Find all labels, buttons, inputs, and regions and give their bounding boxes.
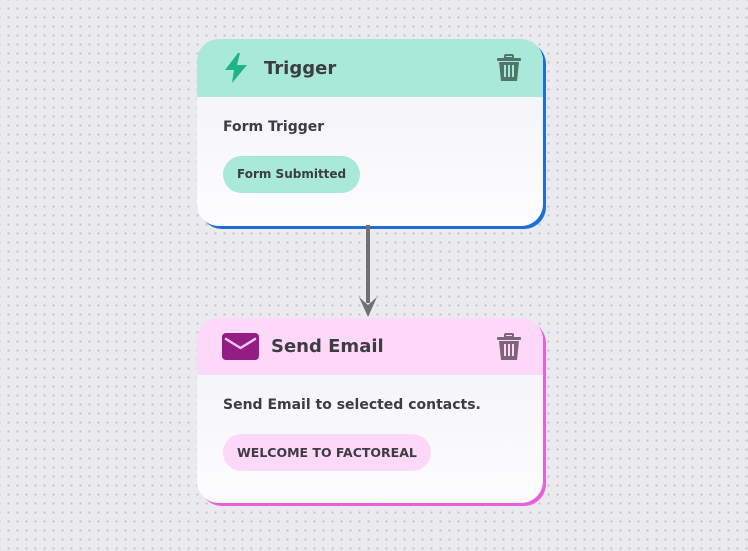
send-email-node[interactable]: Send Email Send Email to selected contac… [197, 318, 543, 503]
send-email-node-header: Send Email [197, 318, 543, 375]
trigger-event-pill[interactable]: Form Submitted [223, 156, 361, 193]
lightning-bolt-icon [222, 52, 250, 84]
trigger-node-header: Trigger [197, 39, 543, 97]
trigger-node-title: Trigger [264, 57, 337, 79]
trigger-node[interactable]: Trigger Form Trigger Form Submitted [197, 39, 543, 226]
delete-trigger-button[interactable] [495, 53, 523, 83]
envelope-icon [222, 333, 259, 360]
trigger-node-description: Form Trigger [223, 119, 325, 135]
trash-icon [497, 54, 521, 81]
connector-arrow [359, 225, 377, 317]
email-template-pill[interactable]: WELCOME TO FACTOREAL [223, 434, 431, 471]
send-email-node-description: Send Email to selected contacts. [223, 397, 481, 413]
delete-send-email-button[interactable] [495, 332, 523, 362]
send-email-node-title: Send Email [271, 336, 384, 357]
trash-icon [497, 332, 521, 360]
